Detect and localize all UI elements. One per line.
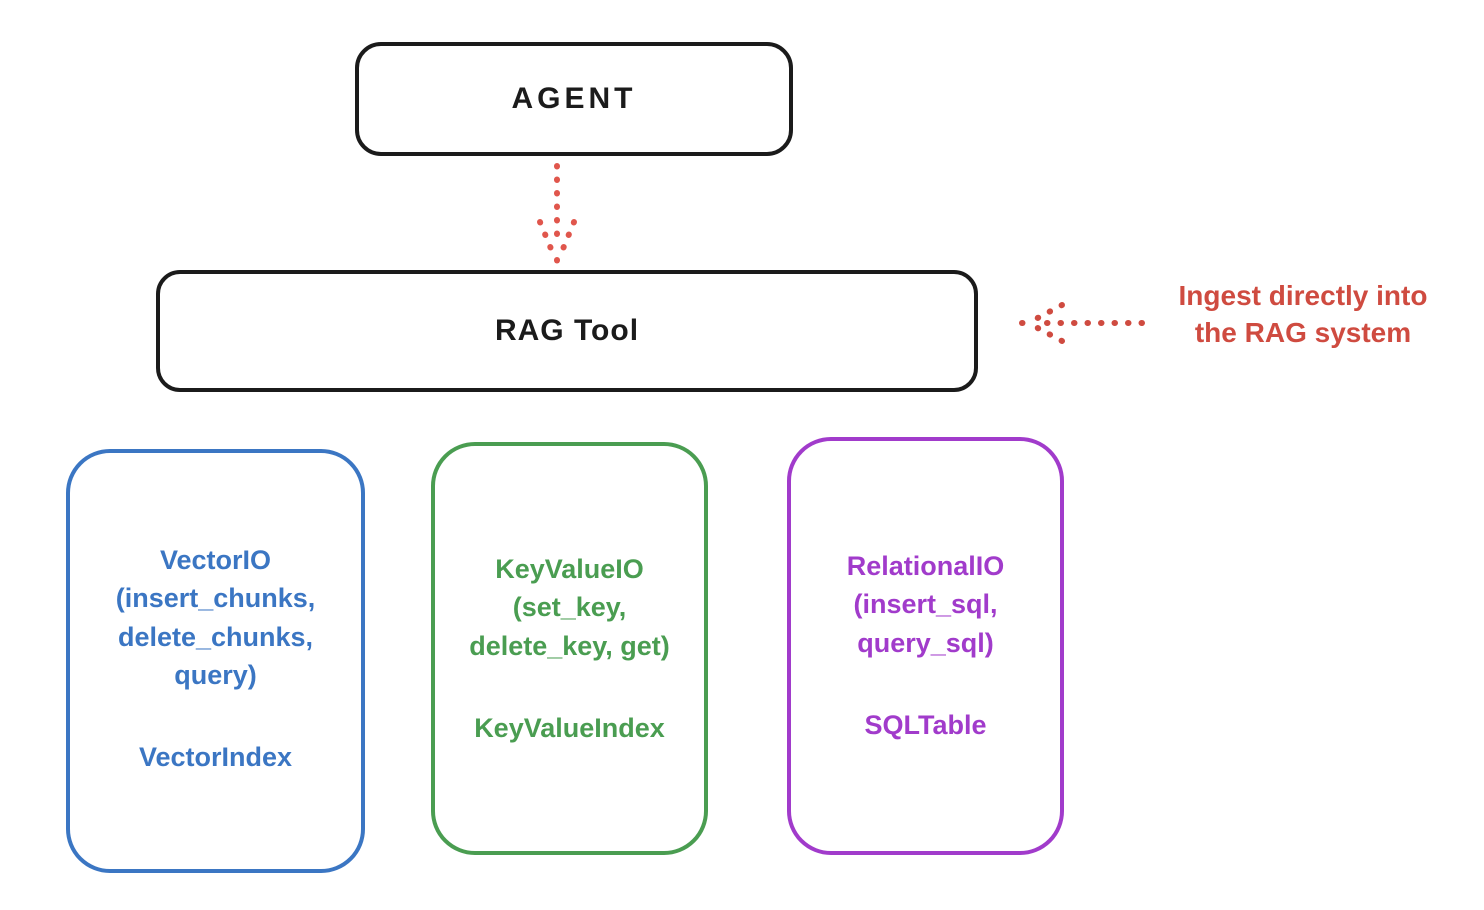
vector-io-footer: VectorIndex [138,742,293,773]
agent-box-label: AGENT [511,82,637,115]
keyvalue-io-body: KeyValueIO (set_key, delete_key, get) [469,554,670,661]
relational-io-box: RelationalIO (insert_sql, query_sql) SQL… [787,437,1064,855]
agent-box: AGENT [355,42,793,156]
ingest-annotation-line2: the RAG system [1194,316,1412,348]
ingest-annotation-line1: Ingest directly into [1178,280,1428,311]
vector-io-body: VectorIO (insert_chunks, delete_chunks, … [115,545,316,690]
keyvalue-io-footer: KeyValueIndex [474,712,665,743]
rag-tool-box: RAG Tool [156,270,978,392]
ingest-annotation: Ingest directly into the RAG system [1128,278,1478,352]
keyvalue-io-box: KeyValueIO (set_key, delete_key, get) Ke… [431,442,708,855]
relational-io-footer: SQLTable [864,709,987,740]
dotted-arrow-left-icon [1019,302,1145,344]
vector-io-box: VectorIO (insert_chunks, delete_chunks, … [66,449,365,873]
dotted-arrow-down-icon [537,163,577,264]
rag-tool-box-label: RAG Tool [494,314,640,347]
relational-io-body: RelationalIO (insert_sql, query_sql) [846,551,1005,658]
